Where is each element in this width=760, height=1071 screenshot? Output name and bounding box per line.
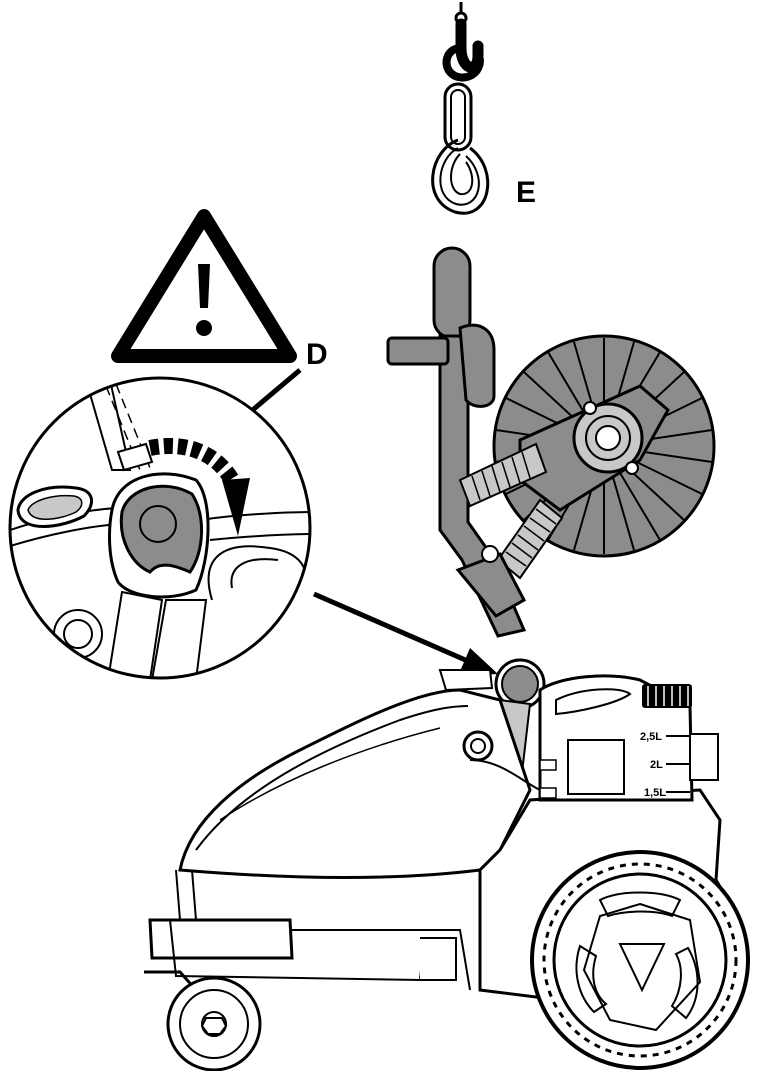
tank-scale-mark-3: 1,5L	[644, 787, 666, 799]
front-caster	[144, 970, 262, 1071]
callout-d-label: D	[306, 338, 328, 371]
hose-reel	[492, 334, 716, 558]
detail-magnifier	[8, 376, 312, 680]
callout-e-label: E	[516, 176, 536, 209]
lifting-sling	[431, 82, 490, 215]
detail-pointer-arrow	[313, 591, 498, 676]
rear-wheel	[530, 850, 750, 1070]
rotate-clockwise-arrow-icon	[148, 437, 250, 536]
warning-triangle-icon	[111, 209, 297, 363]
crane-hook-icon	[442, 2, 484, 82]
tank-scale-mark-2: 2L	[650, 759, 663, 771]
tank-scale-mark-1: 2,5L	[640, 731, 662, 743]
detergent-tank: 2,5L 2L 1,5L	[538, 674, 719, 802]
